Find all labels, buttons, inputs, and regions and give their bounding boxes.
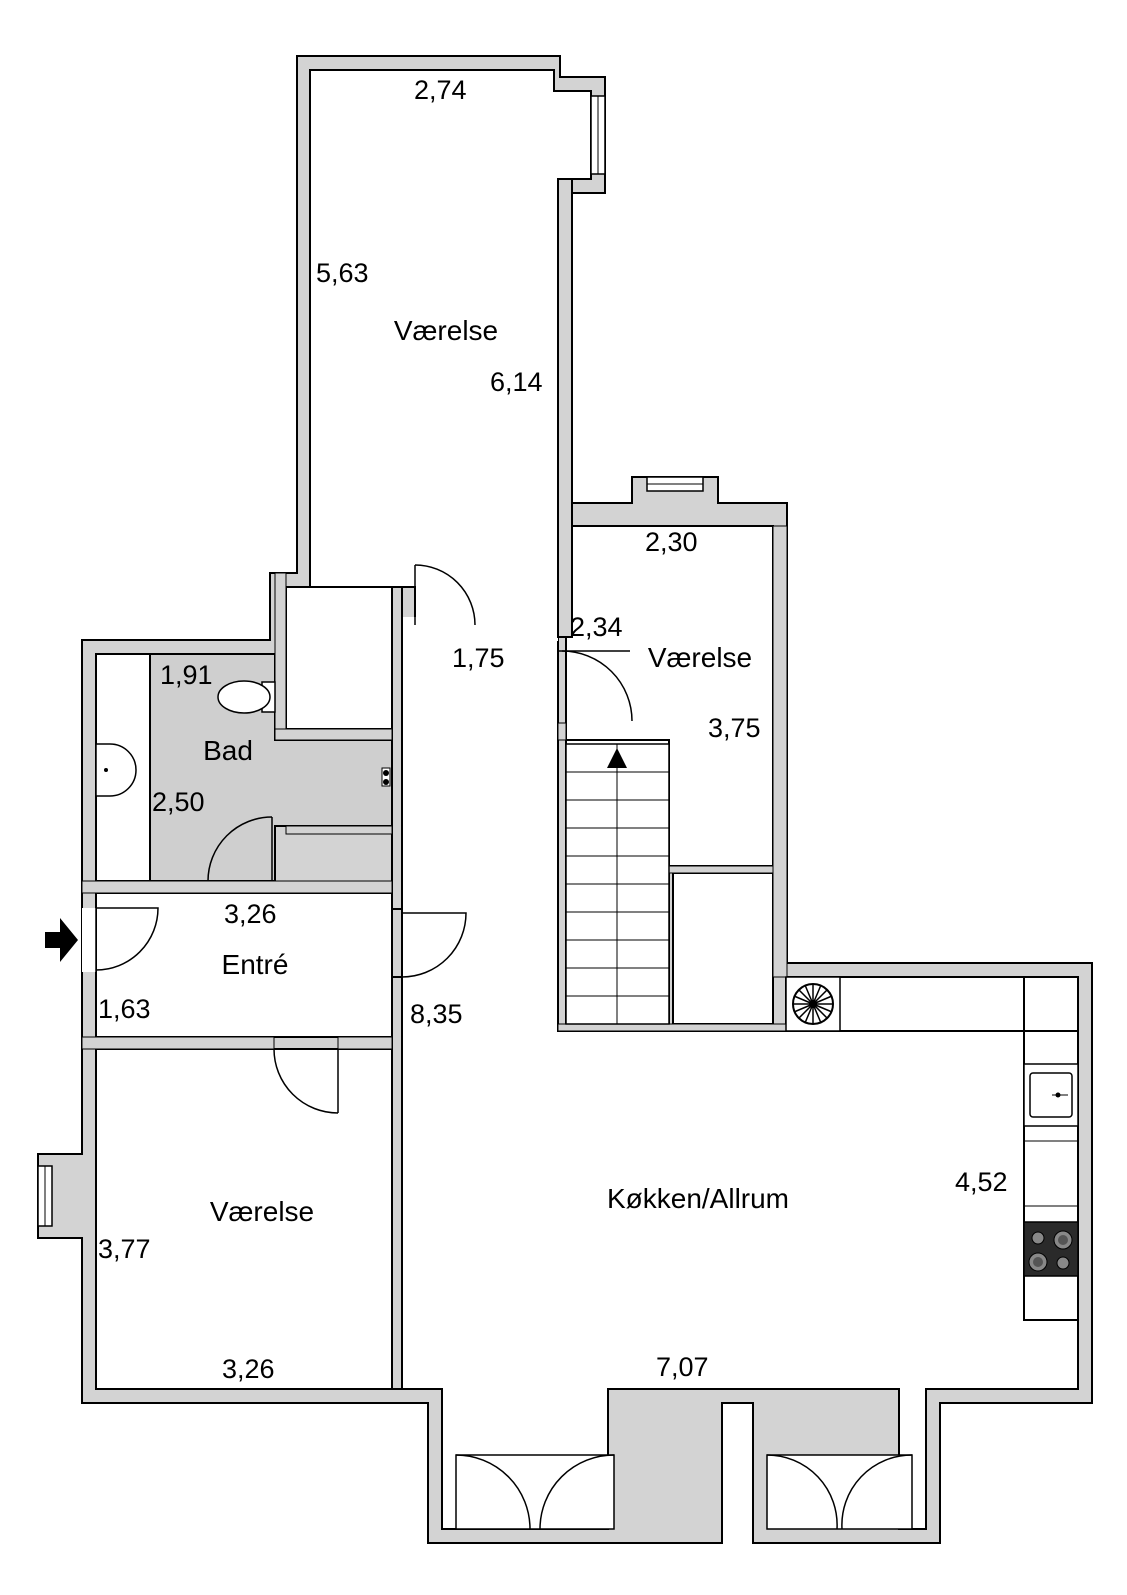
dim-bottom-width: 3,26 [222,1354,275,1384]
floor-storage [672,872,774,1025]
dim-hall-length: 8,35 [410,999,463,1029]
dim-entre-height: 1,63 [98,994,151,1024]
door-bad [207,816,273,882]
washbasin-icon [95,743,137,797]
internal-walls [81,178,788,1390]
toilet-icon [217,680,276,714]
dim-mid-height: 3,75 [708,713,761,743]
door-vaerelse-mid [561,650,633,722]
room-label-vaerelse-bottom: Værelse [210,1196,314,1227]
dimension-labels: 2,74 5,63 6,14 2,30 2,34 3,75 1,75 1,91 … [98,75,1008,1384]
entrance-arrow-icon [45,918,78,962]
room-labels: Værelse Værelse Bad Entré Værelse Køkken… [203,315,789,1227]
dim-top-width: 2,74 [414,75,467,105]
floor-closet [285,586,393,730]
door-entrance [95,907,159,971]
shower-icon [381,767,391,787]
kitchen-sink-icon [1023,1063,1079,1127]
floor-vaerelse-top [309,69,592,623]
door-kitchen-left [455,1454,615,1530]
dim-entre-width: 3,26 [224,899,277,929]
windows [37,95,704,1227]
room-label-bad: Bad [203,735,253,766]
room-label-vaerelse-top: Værelse [394,315,498,346]
room-label-vaerelse-mid: Værelse [648,642,752,673]
room-label-entre: Entré [222,949,289,980]
stairs-icon [565,743,670,1025]
dim-mid-width: 2,30 [645,527,698,557]
dim-hall-width: 1,75 [452,643,505,673]
counter-dividers [1024,1140,1078,1207]
room-label-kokken: Køkken/Allrum [607,1183,789,1214]
dim-bad-width: 1,91 [160,660,213,690]
dim-bad-height: 2,50 [152,787,205,817]
fan-icon [785,976,841,1032]
door-kitchen-right [766,1454,913,1530]
dim-kitchen-height: 4,52 [955,1167,1008,1197]
dim-top-left-height: 5,63 [316,258,369,288]
door-vaerelse-bottom [273,1048,339,1114]
doors [82,564,913,1530]
dim-mid-left: 2,34 [570,612,623,642]
dim-bottom-height: 3,77 [98,1234,151,1264]
floor-entre [95,892,393,1038]
door-vaerelse-top [414,564,476,626]
dim-kitchen-width: 7,07 [656,1352,709,1382]
dim-top-right-height: 6,14 [490,367,543,397]
stove-icon [1023,1221,1079,1277]
door-entre-hall [401,912,467,978]
floor-hall [402,617,558,641]
